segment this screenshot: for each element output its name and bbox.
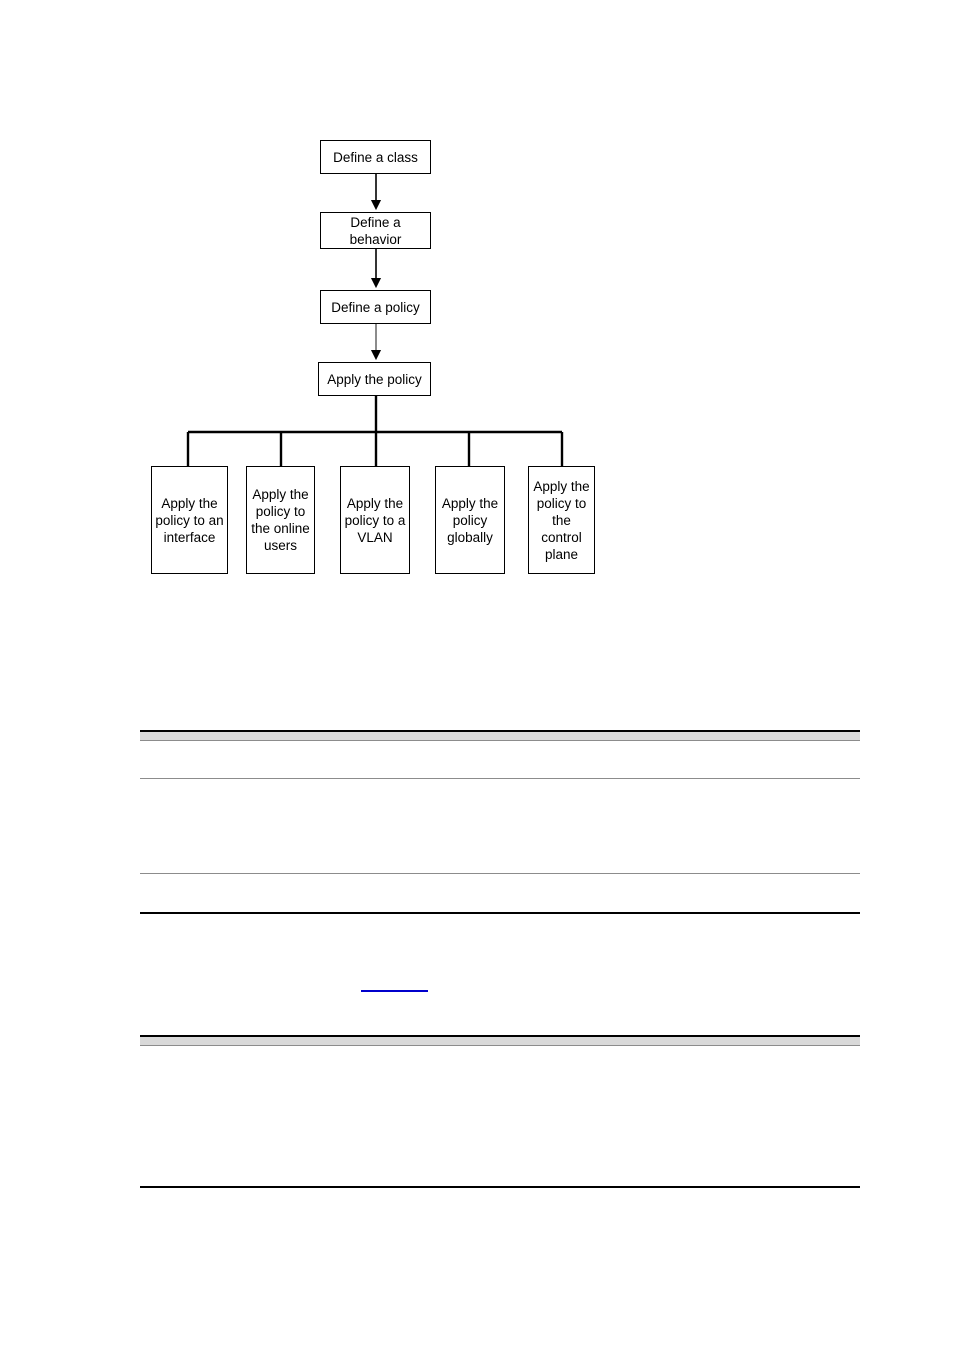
table-row [140, 1045, 860, 1188]
flow-node-apply-policy-control-plane: Apply the policy to the control plane [528, 466, 595, 574]
flow-node-apply-policy-label: Apply the policy [327, 371, 422, 387]
flow-node-define-policy-label: Define a policy [331, 299, 420, 315]
table-one-cell-r1c3 [620, 740, 860, 779]
table-one [140, 730, 860, 914]
cross-reference-link[interactable] [361, 975, 428, 992]
table-row [140, 740, 860, 779]
table-one-header-cell-2 [381, 730, 620, 741]
table-one-cell-r2c3 [620, 778, 860, 874]
table-row [140, 778, 860, 874]
table-one-cell-r1c2 [381, 740, 620, 779]
flow-node-apply-policy-online-users: Apply the policy to the online users [246, 466, 315, 574]
flow-node-apply-policy-globally: Apply the policy globally [435, 466, 505, 574]
table-one-cell-r2c2 [381, 778, 620, 874]
table-two-header-cell-2 [501, 1035, 860, 1046]
table-two-cell-r1c2 [501, 1045, 860, 1188]
flow-node-apply-policy-vlan: Apply the policy to a VLAN [340, 466, 410, 574]
table-two-header-row [140, 1035, 860, 1046]
table-one-header-row [140, 730, 860, 741]
table-one-cell-r3c2 [381, 873, 620, 914]
table-two-header-cell-1 [140, 1035, 501, 1046]
flow-node-define-behavior-label: Define a behavior [349, 214, 402, 247]
table-two [140, 1035, 860, 1188]
table-row [140, 873, 860, 914]
table-one-header-cell-1 [140, 730, 381, 741]
flow-node-define-class-label: Define a class [333, 149, 418, 165]
flow-node-apply-policy-control-plane-label: Apply the policy to the control plane [533, 478, 590, 562]
flow-node-apply-policy-online-users-label: Apply the policy to the online users [251, 487, 310, 553]
flow-node-apply-policy-vlan-label: Apply the policy to a VLAN [344, 495, 406, 545]
table-two-cell-r1c1 [140, 1045, 501, 1188]
policy-configuration-flowchart: Define a class Define a behavior Define … [0, 0, 954, 620]
flow-node-apply-policy-globally-label: Apply the policy globally [441, 495, 499, 545]
table-one-header-cell-3 [620, 730, 860, 741]
flow-node-apply-policy: Apply the policy [318, 362, 431, 396]
table-one-cell-r3c1 [140, 873, 381, 914]
flow-node-define-behavior: Define a behavior [320, 212, 431, 249]
table-one-cell-r2c1 [140, 778, 381, 874]
table-one-cell-r1c1 [140, 740, 381, 779]
table-one-cell-r3c3 [620, 873, 860, 914]
flow-node-define-policy: Define a policy [320, 290, 431, 324]
flow-node-define-class: Define a class [320, 140, 431, 174]
flow-node-apply-policy-interface: Apply the policy to an interface [151, 466, 228, 574]
flow-node-apply-policy-interface-label: Apply the policy to an interface [155, 495, 224, 545]
